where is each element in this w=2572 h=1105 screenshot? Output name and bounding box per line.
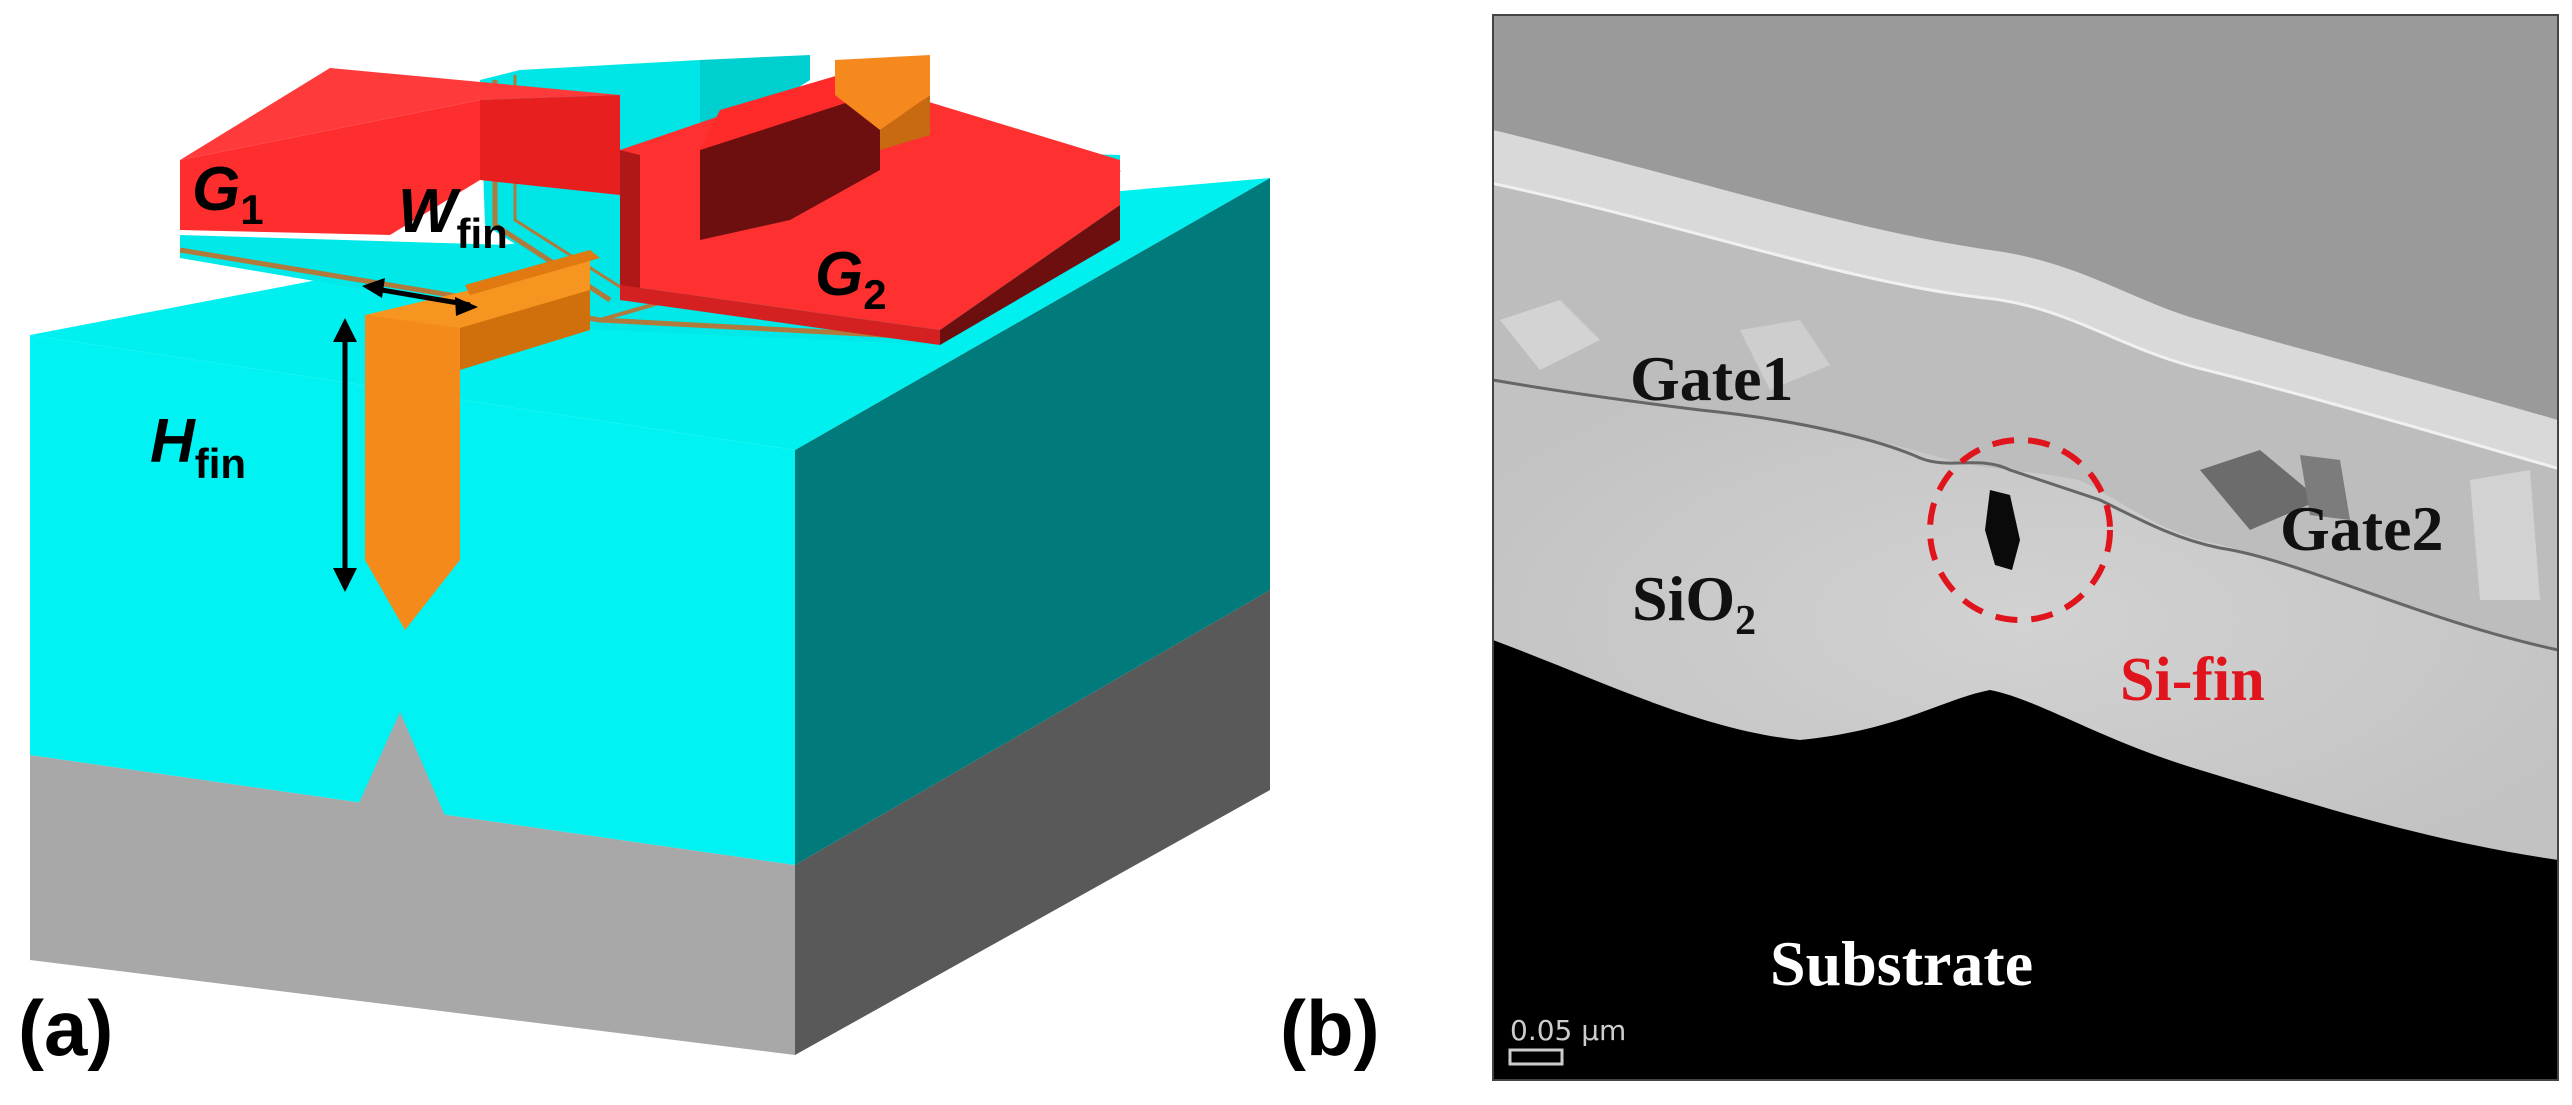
panel-b-tem: Gate1 Gate2 SiO2 Si-fin Substrate 0.05 μ…	[1280, 14, 2559, 1081]
tem-substrate-region	[1493, 640, 2558, 1080]
tem-bright-band	[1493, 130, 2558, 470]
gate2-label: G2	[815, 240, 887, 318]
gate1-label: G1	[192, 155, 264, 233]
substrate-tem-label: Substrate	[1770, 928, 2033, 999]
hfin-arrow	[333, 318, 357, 592]
sio2-tem-label: SiO2	[1632, 563, 1756, 644]
gate-g2-block	[620, 60, 1120, 345]
tem-gate-texture	[1500, 300, 2540, 600]
gate2-tem-label: Gate2	[2280, 493, 2444, 564]
hfin-label: Hfin	[150, 407, 246, 487]
wfin-arrow	[362, 278, 478, 316]
fin-top-strip	[835, 55, 930, 150]
si-fin-highlight-circle	[1927, 437, 2113, 623]
scale-bar-label: 0.05 μm	[1510, 1014, 1626, 1047]
gate1-tem-label: Gate1	[1630, 343, 1794, 414]
panel-a-schematic: G1 Wfin G2 Hfin (a)	[18, 55, 1270, 1072]
gate-g1-block	[180, 68, 620, 235]
scale-bar	[1508, 1048, 1564, 1066]
sifin-tem-label: Si-fin	[2120, 646, 2265, 714]
panel-b-label: (b)	[1280, 984, 1380, 1072]
tem-gate-oxide-line	[1492, 378, 2559, 652]
tem-si-fin	[1985, 490, 2020, 570]
panel-a-label: (a)	[18, 984, 113, 1072]
fin	[365, 250, 600, 630]
tem-sio2-region	[1493, 380, 2558, 860]
tem-border	[1492, 14, 2559, 1081]
tem-gate-region	[1493, 185, 2558, 650]
wfin-label: Wfin	[398, 177, 508, 257]
